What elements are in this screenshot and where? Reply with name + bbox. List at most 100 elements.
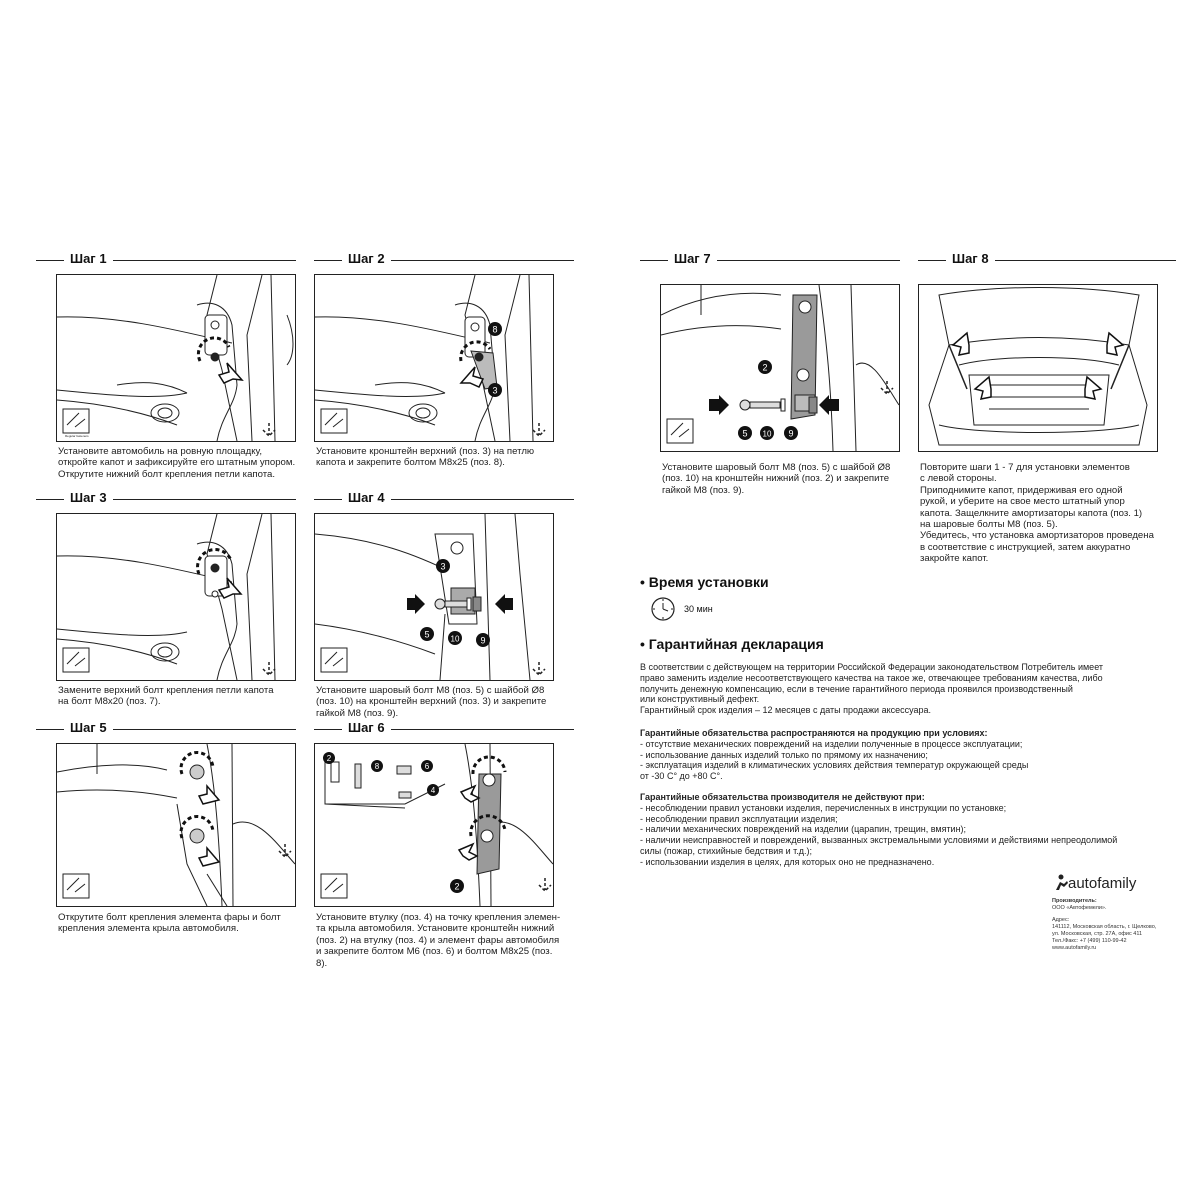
step-3-caption: Замените верхний болт крепления петли ка…	[58, 685, 298, 708]
caption-line: с левой стороны.	[920, 473, 997, 485]
svg-text:4: 4	[431, 786, 436, 795]
svg-text:Regular fasteners: Regular fasteners	[65, 434, 89, 438]
text-line: или конструктивный дефект.	[640, 694, 760, 705]
warranty-not-apply: Гарантийные обязательства производителя …	[640, 792, 1117, 868]
caption-line: закройте капот.	[920, 553, 989, 565]
svg-text:2: 2	[454, 882, 459, 892]
ball-bolt	[739, 396, 818, 414]
caption-line: гайкой М8 (поз. 9).	[662, 484, 745, 496]
step-2-title: Шаг 2	[342, 251, 391, 266]
step-7-left-arrow-icon	[709, 395, 729, 415]
next-step-arrow-icon	[278, 844, 292, 859]
step-1-title: Шаг 1	[64, 251, 113, 266]
step-7-title: Шаг 7	[668, 251, 717, 266]
next-step-arrow-icon	[532, 423, 546, 438]
next-step-arrow-icon	[262, 423, 276, 438]
address-line: Тел./Факс: +7 (499) 110-99-42	[1052, 938, 1127, 944]
step-5-bottom-pointer-arrow-icon	[197, 845, 221, 867]
callout-3-icon: 3	[436, 559, 450, 573]
svg-text:5: 5	[742, 429, 747, 439]
regular-fasteners-icon: Regular fasteners	[62, 408, 90, 438]
warranty-title: • Гарантийная декларация	[640, 636, 824, 652]
caption-line: (поз. 10) на кронштейн нижний (поз. 2) и…	[662, 473, 890, 485]
list-item: - использование данных изделий только по…	[640, 749, 928, 760]
website-link[interactable]: www.autofamily.ru	[1052, 945, 1097, 951]
caption-line: гайкой М8 (поз. 9).	[316, 707, 399, 719]
step-2-caption: Установите кронштейн верхний (поз. 3) на…	[316, 446, 556, 469]
step-2-pointer-arrow-icon	[459, 366, 485, 388]
list-item: - эксплуатация изделий в климатических у…	[640, 760, 1029, 771]
caption-line: откройте капот и зафиксируйте его штатны…	[58, 457, 296, 469]
caption-line: Приподнимите капот, придерживая его одно…	[920, 484, 1123, 496]
caption-line: крепления элемента крыла автомобиля.	[58, 923, 239, 935]
caption-line: (поз. 2) на втулку (поз. 4) и элемент фа…	[316, 934, 560, 946]
lower-bracket	[476, 773, 502, 875]
svg-text:9: 9	[480, 636, 485, 646]
callout-5-icon: 5	[420, 627, 434, 641]
list-item: - использовании изделия в целях, для кот…	[640, 856, 935, 867]
warranty-paragraph: В соответствии с действующем на территор…	[640, 662, 1103, 716]
svg-text:5: 5	[424, 630, 429, 640]
warranty-apply-title: Гарантийные обязательства распространяют…	[640, 728, 988, 738]
callout-2-icon: 2	[323, 752, 335, 764]
callout-2-icon: 2	[758, 360, 772, 374]
step-8-right-top-arrow-icon	[1106, 331, 1125, 356]
step-6-top-pointer-arrow-icon	[459, 784, 481, 803]
svg-text:2: 2	[327, 754, 332, 763]
callout-10-icon: 10	[760, 426, 774, 440]
lower-bracket	[790, 294, 818, 420]
caption-line: Повторите шаги 1 - 7 для установки элеме…	[920, 462, 1130, 473]
step-5-caption: Открутите болт крепления элемента фары и…	[58, 912, 298, 935]
svg-text:9: 9	[788, 429, 793, 439]
callout-label: 8	[492, 325, 497, 335]
step-1-illustration: Regular fasteners	[56, 274, 296, 442]
caption-line: (поз. 10) на кронштейн верхний (поз. 3) …	[316, 696, 547, 708]
regular-fasteners-icon	[320, 647, 348, 673]
install-time-title: • Время установки	[640, 574, 769, 590]
step-4-left-arrow-icon	[407, 594, 425, 614]
install-time-value: 30 мин	[684, 604, 713, 614]
callout-6-icon: 6	[421, 760, 433, 772]
caption-line: на шаровые болты М8 (поз. 5).	[920, 519, 1058, 531]
list-item: - несоблюдении правил установки изделия,…	[640, 802, 1007, 813]
callout-5-icon: 5	[738, 426, 752, 440]
gas-struts	[948, 344, 1130, 390]
step-3-header: Шаг 3	[36, 490, 296, 510]
caption-line: капота. Защелкните амортизаторы капота (…	[920, 507, 1143, 519]
text-line: право заменить изделие несоответствующег…	[640, 672, 1103, 683]
regular-fasteners-icon	[320, 408, 348, 434]
callout-9-icon: 9	[476, 633, 490, 647]
caption-line: Установите кронштейн верхний (поз. 3) на…	[316, 446, 535, 457]
regular-fasteners-icon	[62, 647, 90, 673]
list-item: - отсутствие механических повреждений на…	[640, 738, 1023, 749]
caption-line: Установите автомобиль на ровную площадку…	[58, 446, 263, 457]
step-8-left-bottom-arrow-icon	[973, 375, 992, 400]
list-item: - наличии неисправностей и повреждений, …	[640, 835, 1118, 846]
next-step-arrow-icon	[262, 662, 276, 677]
caption-line: Открутите болт крепления элемента фары и…	[58, 912, 281, 923]
caption-line: рукой, и уберите на свое место штатный у…	[920, 496, 1125, 508]
text-line: В соответствии с действующем на территор…	[640, 662, 1104, 672]
step-2-bolt-arrow-icon	[459, 340, 492, 362]
step-6-caption: Установите втулку (поз. 4) на точку креп…	[316, 912, 566, 969]
list-item: от -30 С° до +80 С°.	[640, 771, 723, 782]
step-6-title: Шаг 6	[342, 720, 391, 735]
headlight-bolt	[189, 764, 205, 780]
list-item: силы (пожар, стихийные бедствия и т.д.);	[640, 845, 813, 856]
address-line: ул. Московская, стр. 27А, офис 411	[1052, 931, 1143, 937]
step-6-top-bolt-arrow-icon	[471, 755, 507, 775]
step-5-bottom-bolt-arrow-icon	[179, 815, 215, 839]
next-step-arrow-icon	[538, 878, 552, 893]
step-1-header: Шаг 1	[36, 251, 296, 271]
caption-line: Установите шаровый болт М8 (поз. 5) с ша…	[316, 685, 545, 696]
callout-9-icon: 9	[784, 426, 798, 440]
list-item: - несоблюдении правил эксплуатации издел…	[640, 813, 838, 824]
caption-line: та крыла автомобиля. Установите кронштей…	[316, 923, 555, 935]
text-line: Гарантийный срок изделия – 12 месяцев с …	[640, 705, 932, 716]
step-6-bottom-pointer-arrow-icon	[457, 842, 479, 861]
runner-icon	[1056, 874, 1068, 890]
caption-line: Убедитесь, что установка амортизаторов п…	[920, 530, 1154, 542]
callout-2b-icon: 2	[450, 879, 464, 893]
step-5-top-pointer-arrow-icon	[197, 783, 221, 805]
step-5-illustration	[56, 743, 296, 907]
